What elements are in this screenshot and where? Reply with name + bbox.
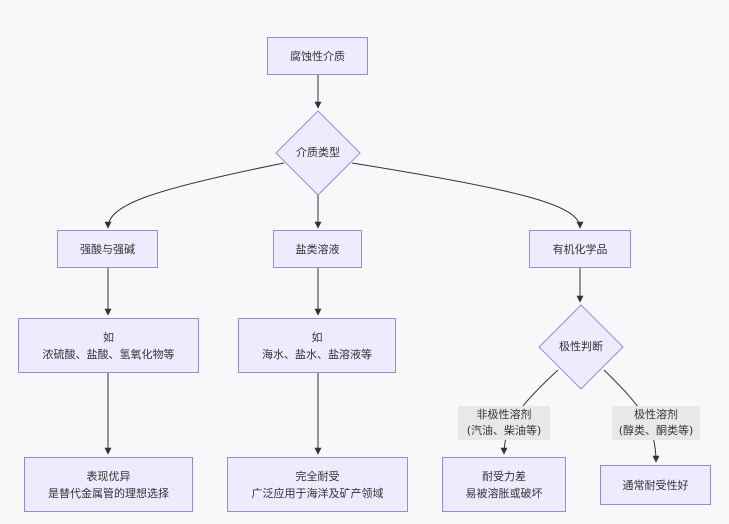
node-corrosive-medium-label: 腐蚀性介质	[290, 49, 345, 63]
node-acid-base: 强酸与强碱	[57, 230, 158, 268]
node-corrosive-medium: 腐蚀性介质	[267, 37, 368, 75]
node-salt-example: 如 海水、盐水、盐溶液等	[238, 318, 396, 373]
edge-label-nonpolar-line1: 非极性溶剂	[476, 408, 532, 421]
node-organic-chemicals: 有机化学品	[529, 230, 631, 268]
edge-label-nonpolar-line2: (汽油、柴油等)	[466, 424, 542, 437]
node-salt-result-line1: 完全耐受	[295, 469, 340, 483]
node-polar-result-label: 通常耐受性好	[622, 478, 689, 492]
node-salt-result-line2: 广泛应用于海洋及矿产领域	[251, 486, 384, 500]
node-acid-example-line2: 浓硫酸、盐酸、氢氧化物等	[42, 347, 175, 361]
node-salt-solution-label: 盐类溶液	[295, 242, 340, 256]
edge-label-polar-line2: (醇类、酮类等)	[618, 424, 694, 437]
node-polarity-judgement-label: 极性判断	[559, 340, 603, 353]
node-organic-chemicals-label: 有机化学品	[552, 242, 608, 256]
node-salt-example-line1: 如	[311, 330, 323, 344]
node-salt-solution: 盐类溶液	[273, 230, 362, 268]
node-acid-base-label: 强酸与强碱	[80, 242, 135, 256]
node-acid-result: 表现优异 是替代金属管的理想选择	[24, 457, 193, 512]
node-nonpolar-result-line2: 易被溶胀或破坏	[465, 486, 543, 500]
node-polarity-judgement: 极性判断	[539, 337, 623, 357]
node-acid-result-line2: 是替代金属管的理想选择	[48, 486, 169, 500]
node-medium-type: 介质类型	[276, 143, 360, 163]
edge-label-polar: 极性溶剂 (醇类、酮类等)	[612, 406, 700, 440]
node-acid-result-line1: 表现优异	[86, 469, 131, 483]
edge-type-to-acid	[104, 162, 285, 229]
node-acid-example-line1: 如	[103, 330, 114, 344]
node-polar-result: 通常耐受性好	[600, 465, 711, 505]
edge-label-nonpolar: 非极性溶剂 (汽油、柴油等)	[458, 406, 550, 440]
node-salt-result: 完全耐受 广泛应用于海洋及矿产领域	[227, 457, 408, 512]
edge-type-to-organic	[351, 162, 584, 229]
edge-label-polar-line1: 极性溶剂	[634, 408, 678, 421]
node-salt-example-line2: 海水、盐水、盐溶液等	[262, 347, 372, 361]
node-nonpolar-result: 耐受力差 易被溶胀或破坏	[442, 457, 566, 512]
node-acid-example: 如 浓硫酸、盐酸、氢氧化物等	[18, 318, 199, 373]
node-medium-type-label: 介质类型	[296, 146, 340, 159]
node-nonpolar-result-line1: 耐受力差	[482, 469, 526, 483]
polarity-decision-diamond	[538, 304, 624, 390]
